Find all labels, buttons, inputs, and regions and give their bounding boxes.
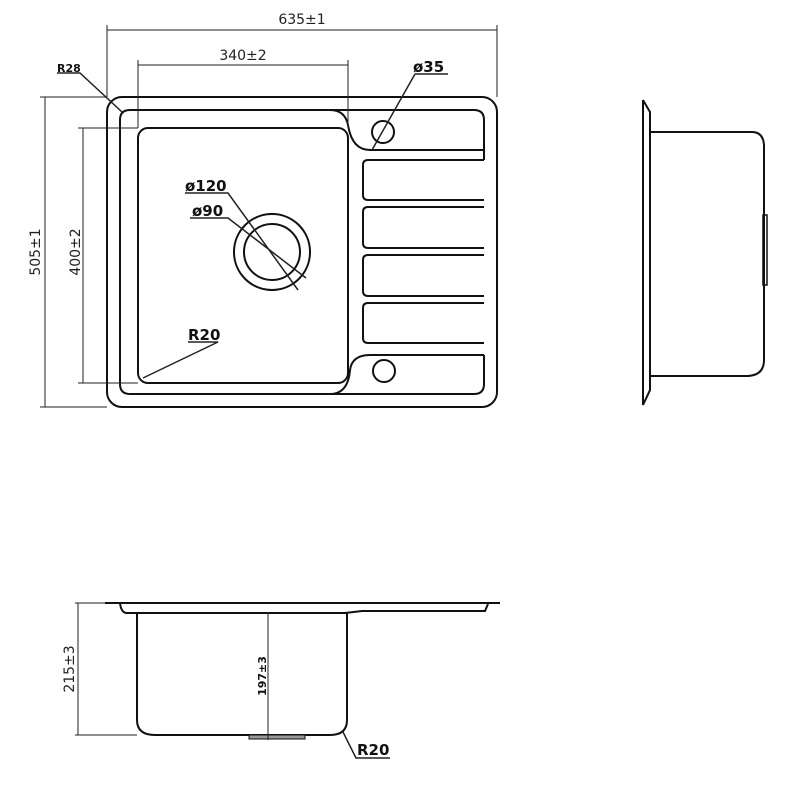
sink-rim xyxy=(119,109,485,395)
dim-bowl-length: 400±2 xyxy=(68,228,84,275)
drainboard-groove xyxy=(362,254,484,297)
drainboard-groove xyxy=(362,206,484,249)
side-bowl xyxy=(650,131,765,377)
overflow-hole xyxy=(372,359,396,383)
leader-lines xyxy=(57,72,448,379)
drain-outer xyxy=(233,213,311,291)
sink-outline xyxy=(106,96,498,408)
front-view: 215±3 197±3 R20 xyxy=(62,602,500,759)
dim-overall-width: 635±1 xyxy=(278,12,325,28)
tap-hole xyxy=(371,120,395,144)
top-view: 635±1 340±2 505±1 400±2 R28 ø35 ø120 ø90… xyxy=(28,12,498,408)
label-corner-radius: R28 xyxy=(57,62,81,75)
label-drain-inner: ø90 xyxy=(192,202,223,220)
dimension-lines xyxy=(40,25,498,408)
dim-total-height: 215±3 xyxy=(62,645,78,692)
dim-overall-depth: 505±1 xyxy=(28,228,44,275)
drainboard-grooves xyxy=(362,159,484,344)
front-leader-line xyxy=(342,731,390,759)
side-flange xyxy=(642,99,651,406)
front-profile xyxy=(105,602,500,736)
label-tap-hole: ø35 xyxy=(413,58,444,76)
side-view xyxy=(642,99,768,406)
dim-bowl-depth: 197±3 xyxy=(256,656,269,696)
dim-bowl-width: 340±2 xyxy=(219,48,266,64)
front-drain-fitting xyxy=(248,734,306,740)
drain-inner xyxy=(243,223,301,281)
bowl xyxy=(137,127,349,384)
label-bowl-radius: R20 xyxy=(188,326,220,344)
front-dimension-lines xyxy=(75,602,269,740)
drainboard-groove xyxy=(362,302,484,344)
drainboard-groove xyxy=(362,159,484,201)
label-bottom-radius: R20 xyxy=(357,741,389,759)
label-drain-outer: ø120 xyxy=(185,177,227,195)
side-drain-fitting xyxy=(762,214,768,286)
